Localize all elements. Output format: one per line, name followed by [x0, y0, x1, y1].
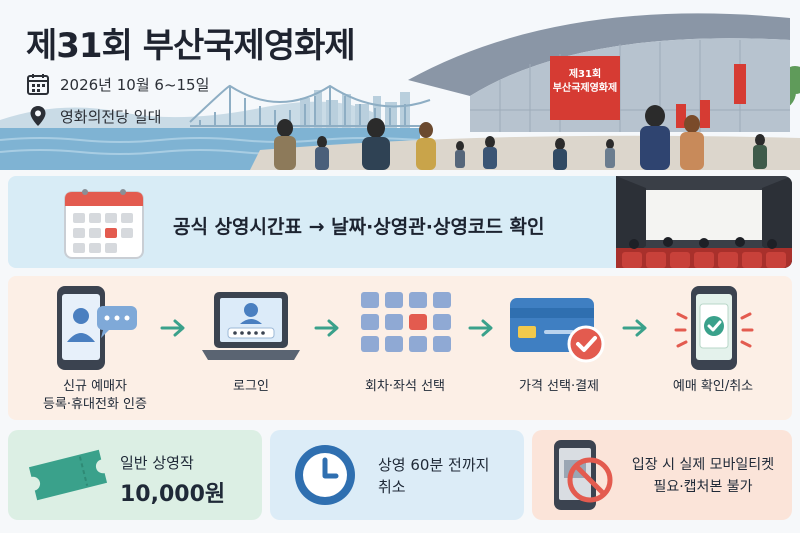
theater-screen-icon [616, 176, 792, 268]
step-confirm-label: 예매 확인/취소 [672, 379, 754, 394]
price-label: 일반 상영작 [120, 454, 194, 472]
step-confirm: 예매 확인/취소 [638, 282, 788, 396]
building-banner-line1: 제31회 [568, 69, 602, 80]
step-payment: 가격 선택·결제 [484, 282, 634, 396]
credit-card-check-icon [510, 298, 605, 363]
festival-date: 2026년 10월 6~15일 [60, 75, 210, 94]
phone-ticket-check-icon [674, 286, 754, 370]
calendar-icon [27, 74, 49, 95]
step-register-label-line1: 신규 예매자 [63, 379, 127, 394]
schedule-text: 공식 상영시간표 → 날짜·상영관·상영코드 확인 [173, 216, 545, 238]
mobile-ticket-line1: 입장 시 실제 모바일티켓 [631, 457, 775, 473]
arrow-right-icon [160, 319, 185, 337]
hero-illustration [0, 0, 800, 170]
arrow-right-icon [622, 319, 647, 337]
booking-steps: 신규 예매자 등록·휴대전화 인증 로그인 [8, 276, 792, 420]
seat-grid-icon [361, 292, 451, 352]
cancel-text-line1: 상영 60분 전까지 [378, 456, 490, 474]
mobile-ticket-text: 입장 시 실제 모바일티켓 필요·캡처본 불가 [618, 454, 788, 498]
building-banner-line2: 부산국제영화제 [552, 83, 618, 94]
hero-banner: 제31회 부산국제영화제 2026년 10월 6~15일 영화의전당 일대 제3… [0, 0, 800, 170]
schedule-bar: 공식 상영시간표 → 날짜·상영관·상영코드 확인 [8, 176, 792, 268]
step-label: 신규 예매자 등록·휴대전화 인증 [20, 378, 170, 414]
step-register: 신규 예매자 등록·휴대전화 인증 [20, 282, 170, 414]
laptop-login-icon [202, 292, 300, 360]
step-seat-label: 회차·좌석 선택 [364, 379, 446, 394]
ticket-icon [28, 449, 108, 501]
cancel-text: 상영 60분 전까지 취소 [378, 454, 518, 498]
price-value: 10,000원 [120, 482, 226, 507]
clock-icon [295, 445, 355, 505]
cancel-text-line2: 취소 [378, 478, 406, 496]
phone-user-icon [57, 286, 137, 370]
arrow-right-icon [314, 319, 339, 337]
step-login-label: 로그인 [233, 379, 269, 394]
calendar-grid-icon [64, 189, 144, 259]
building-banner: 제31회 부산국제영화제 [551, 68, 619, 96]
step-login: 로그인 [176, 282, 326, 396]
step-seat: 회차·좌석 선택 [330, 282, 480, 396]
festival-title: 제31회 부산국제영화제 [26, 26, 356, 66]
venue-row: 영화의전당 일대 [26, 104, 161, 128]
festival-venue: 영화의전당 일대 [60, 107, 162, 126]
location-pin-icon [30, 106, 46, 126]
step-register-label-line2: 등록·휴대전화 인증 [43, 397, 147, 412]
no-screenshot-icon [554, 440, 613, 510]
price-card: 일반 상영작 10,000원 [8, 430, 262, 520]
date-row: 2026년 10월 6~15일 [26, 72, 209, 96]
mobile-ticket-line2: 필요·캡처본 불가 [653, 479, 753, 495]
arrow-right-icon [468, 319, 493, 337]
cancel-card: 상영 60분 전까지 취소 [270, 430, 524, 520]
step-payment-label: 가격 선택·결제 [518, 379, 600, 394]
mobile-ticket-card: 입장 시 실제 모바일티켓 필요·캡처본 불가 [532, 430, 792, 520]
